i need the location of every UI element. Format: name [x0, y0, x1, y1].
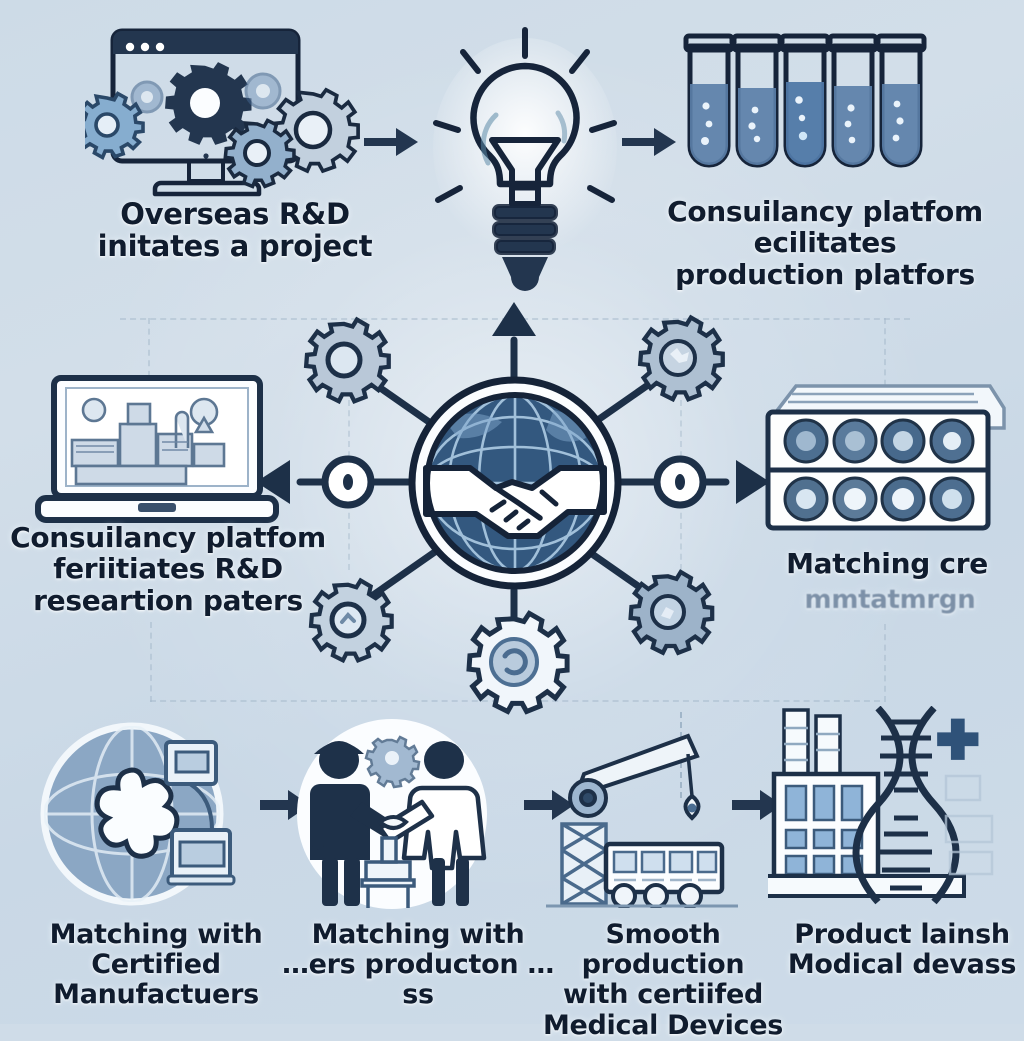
step-matching-tray[interactable]	[762, 372, 1018, 540]
guide-dashed-vertical-right-lower	[884, 624, 886, 702]
gear-lower-left	[308, 577, 394, 664]
globe-handshake-icon	[408, 376, 622, 590]
connector-node	[321, 455, 375, 509]
caption-rnd-initiation: Overseas R&D initates a project	[97, 197, 373, 264]
gear-upper-right	[637, 314, 725, 403]
arrow-right-icon	[736, 460, 770, 504]
gear-icon	[466, 610, 570, 715]
arrow-top-left	[362, 122, 422, 166]
arrow-right-icon	[524, 790, 574, 820]
gear-bottom-center	[466, 610, 570, 715]
crane-assembly-line-icon	[546, 733, 738, 909]
step-idea[interactable]	[430, 18, 620, 308]
arrow-top-right	[620, 122, 680, 166]
gear-icon	[303, 316, 391, 405]
handshake-people-icon	[297, 719, 487, 909]
guide-dashed-vertical-right	[884, 318, 886, 396]
guide-dashed-vertical-left-lower	[150, 622, 152, 702]
gear-icon	[308, 577, 394, 664]
step-product-launch[interactable]	[762, 705, 1008, 908]
caption-smooth-production: Smooth production with certiifed Medical…	[542, 919, 784, 1041]
gear-lower-right	[628, 569, 715, 656]
caption-research-partners: Consuilancy platfom feriitiates R&D rese…	[10, 521, 326, 617]
caption-product-launch: Product lainsh Modical devass	[787, 919, 1017, 981]
caption-certified-manufacturers: Matching with Certified Manufactuers	[49, 919, 263, 1011]
step-rnd-initiation[interactable]	[74, 25, 375, 205]
caption-production-handshake: Matching with …ers producton …ss	[281, 919, 555, 1011]
step-production-handshake[interactable]	[292, 718, 502, 910]
connector-node	[653, 455, 707, 509]
arrow-bottom-2	[522, 785, 578, 829]
globe-medical-cross-icon	[40, 722, 236, 906]
arrow-up-icon	[492, 302, 536, 336]
gear-upper-left	[303, 316, 391, 405]
laptop-factory-screen-icon	[35, 375, 279, 523]
arrow-right-icon	[364, 128, 418, 156]
arrow-right-icon	[732, 790, 782, 820]
arrow-right-icon	[622, 128, 676, 156]
lightbulb-icon	[433, 27, 617, 291]
test-tubes-icon	[683, 33, 927, 168]
monitor-gears-icon	[74, 28, 360, 197]
guide-dashed-vertical-left	[148, 318, 150, 398]
step-smooth-production[interactable]	[540, 712, 740, 909]
caption-matching-tray: Matching cre	[786, 547, 988, 580]
arrow-bottom-3	[730, 785, 786, 829]
gear-icon	[637, 314, 725, 403]
global-partnership-hub[interactable]	[404, 372, 626, 594]
step-certified-manufacturers[interactable]	[40, 718, 260, 910]
step-production-platforms[interactable]	[676, 24, 936, 204]
step-research-partners[interactable]	[32, 372, 282, 532]
gear-icon	[628, 569, 715, 656]
caption-production-platforms: Consuilancy platfom ecilitates productio…	[667, 195, 983, 291]
caption-matching-tray-secondary: mmtatmrgn	[804, 585, 976, 615]
sample-tray-icon	[765, 384, 1006, 531]
factory-dna-icon	[762, 705, 994, 905]
arrow-left-icon	[256, 460, 290, 504]
